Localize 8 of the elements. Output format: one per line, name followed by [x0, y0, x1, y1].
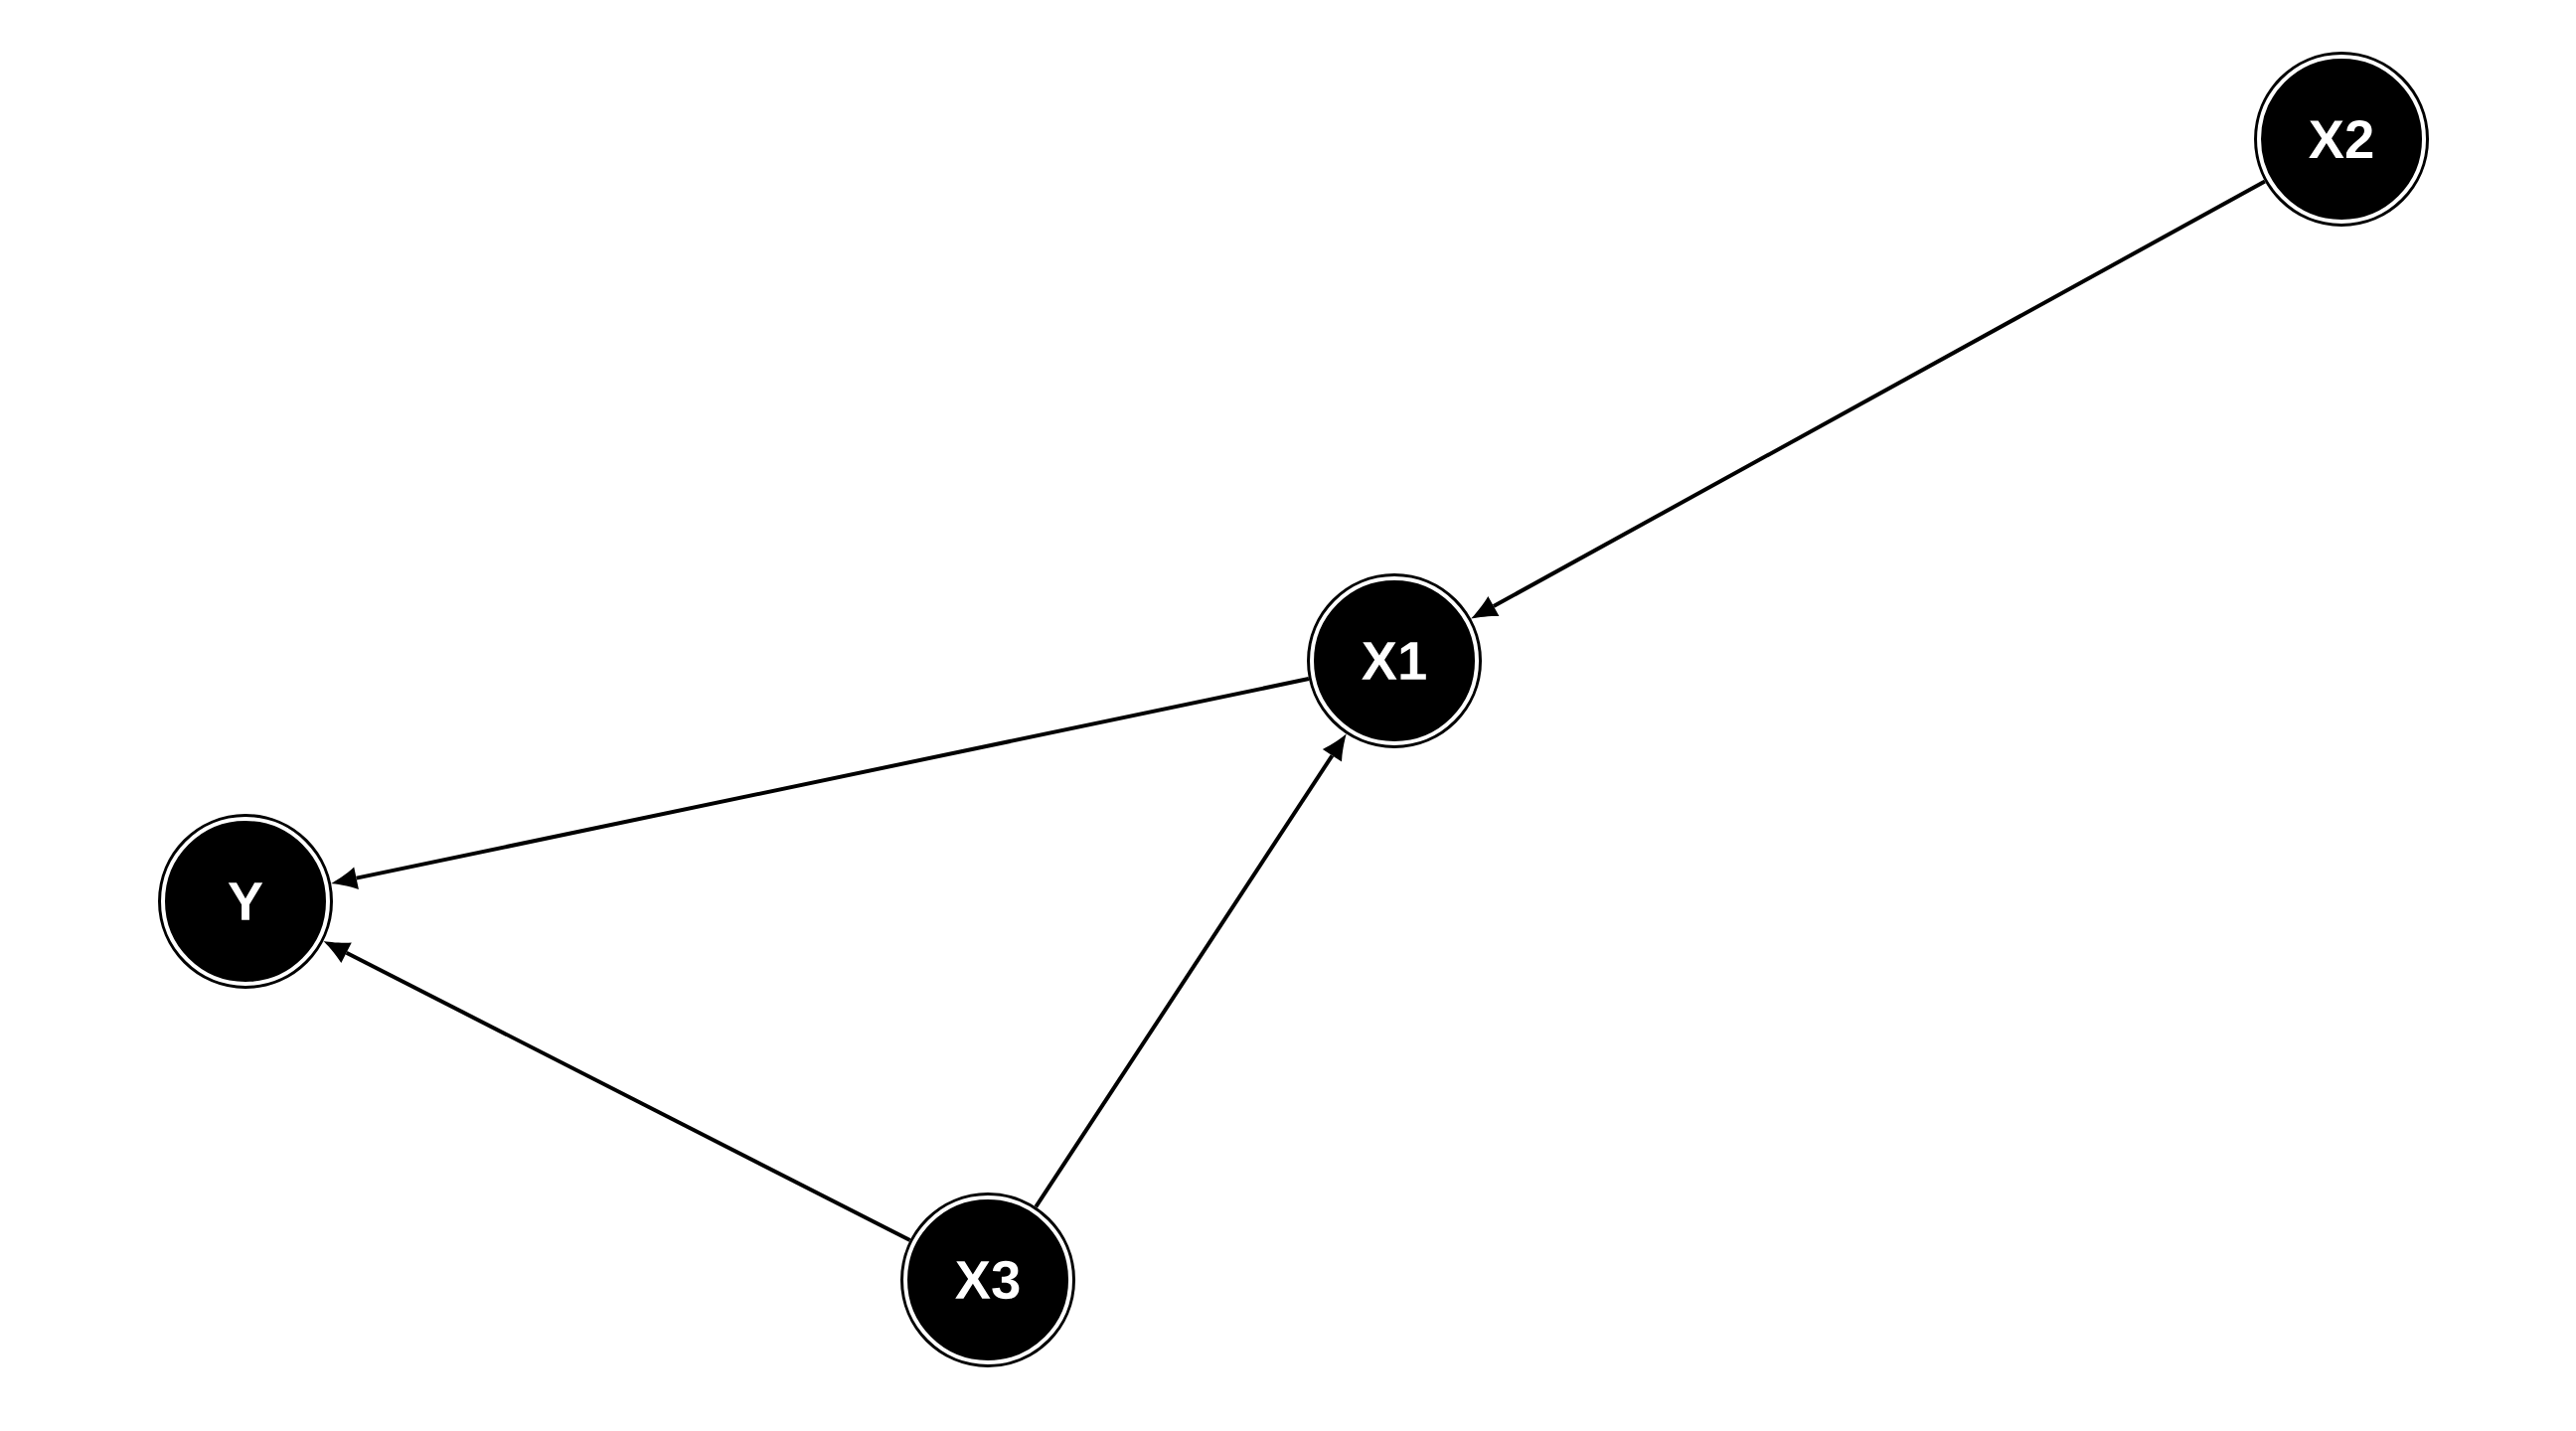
arrow — [331, 677, 1310, 889]
arrow — [323, 941, 911, 1242]
graph-node: X3 — [900, 1192, 1075, 1367]
graph-node: X1 — [1307, 573, 1482, 748]
graph-node: X2 — [2254, 52, 2430, 227]
arrow — [1034, 733, 1347, 1208]
arrow — [1471, 179, 2266, 619]
graph-node: Y — [158, 814, 333, 989]
